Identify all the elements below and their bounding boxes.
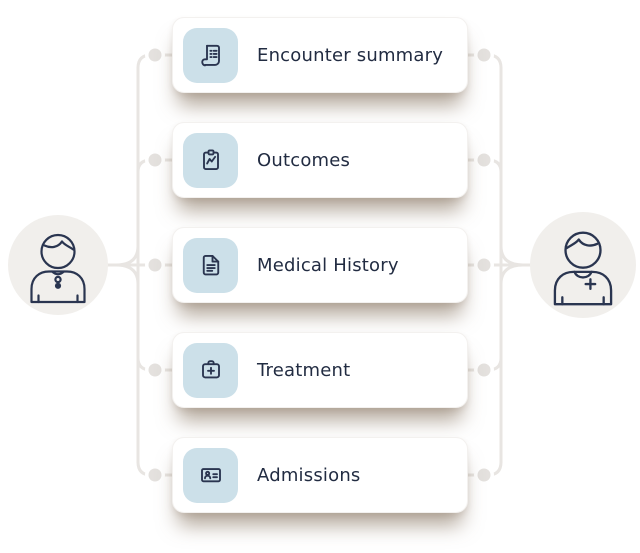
- card-outcomes: Outcomes: [172, 122, 468, 198]
- card-encounter-summary: Encounter summary: [172, 17, 468, 93]
- scroll-list-icon: [183, 27, 238, 83]
- first-aid-kit-icon: [183, 342, 238, 398]
- doctor-avatar: [530, 212, 636, 318]
- patient-avatar: [8, 215, 108, 315]
- card-label: Encounter summary: [257, 44, 444, 66]
- document-lines-icon: [183, 237, 238, 293]
- patient-avatar-icon: [30, 233, 86, 304]
- id-card-icon: [183, 447, 238, 503]
- doctor-avatar-icon: [553, 231, 613, 306]
- card-label: Treatment: [257, 359, 351, 381]
- card-treatment: Treatment: [172, 332, 468, 408]
- card-label: Outcomes: [257, 149, 351, 171]
- connector-dots: [145, 45, 494, 485]
- card-medical-history: Medical History: [172, 227, 468, 303]
- card-label: Medical History: [257, 254, 399, 276]
- card-label: Admissions: [257, 464, 361, 486]
- card-admissions: Admissions: [172, 437, 468, 513]
- clipboard-chart-icon: [183, 132, 238, 188]
